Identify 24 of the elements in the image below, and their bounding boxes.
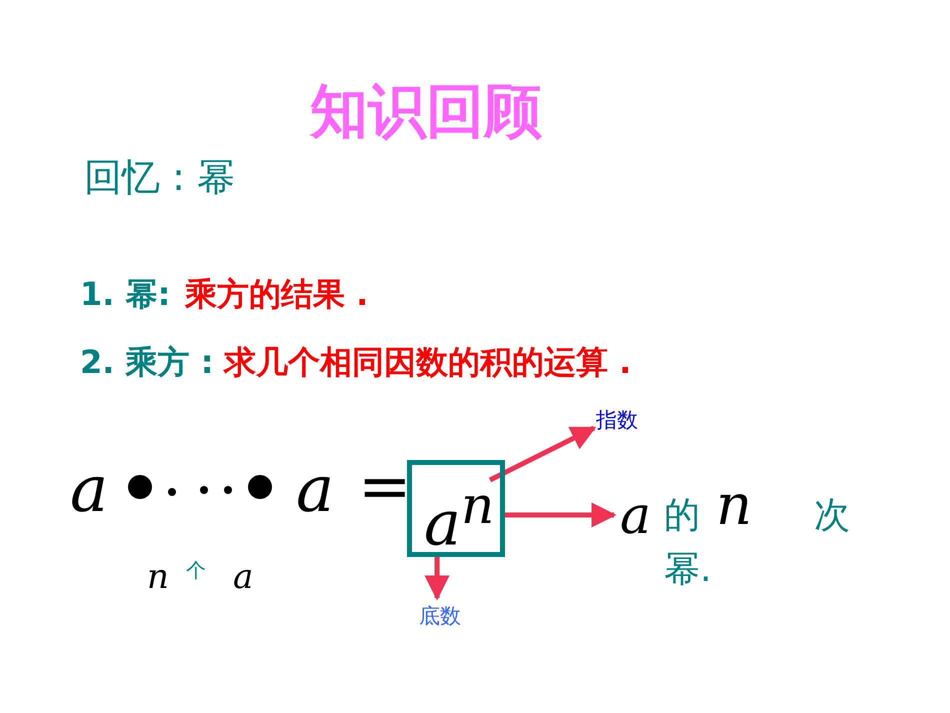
title: 知识回顾 bbox=[310, 82, 542, 140]
variable: n bbox=[147, 560, 169, 594]
equals-sign: = bbox=[358, 455, 412, 519]
heading: 回忆 : 幂 bbox=[84, 158, 235, 196]
variable: n bbox=[716, 478, 752, 534]
definition-text: 求几个相同因数的积的运算 . bbox=[224, 346, 632, 378]
power-box bbox=[407, 460, 505, 557]
measure-word: 个 bbox=[186, 560, 206, 580]
description-text: 次 bbox=[814, 498, 850, 534]
arrow bbox=[424, 557, 450, 600]
exponent-label: 指数 bbox=[596, 410, 638, 431]
variable: a bbox=[70, 458, 108, 522]
variable: a bbox=[620, 490, 652, 542]
item-label: 1. 幂: bbox=[80, 278, 170, 310]
base-label: 底数 bbox=[419, 606, 461, 627]
item-label: 2. 乘方 : bbox=[80, 346, 214, 378]
description-text: 幂. bbox=[664, 552, 712, 588]
variable: a bbox=[296, 458, 334, 522]
definition-text: 乘方的结果 . bbox=[185, 278, 368, 310]
arrow bbox=[488, 426, 596, 482]
variable: a bbox=[233, 560, 254, 594]
description-text: 的 bbox=[664, 498, 700, 534]
arrow bbox=[505, 502, 616, 528]
power-expression: a$^{n}$ bbox=[424, 481, 494, 555]
